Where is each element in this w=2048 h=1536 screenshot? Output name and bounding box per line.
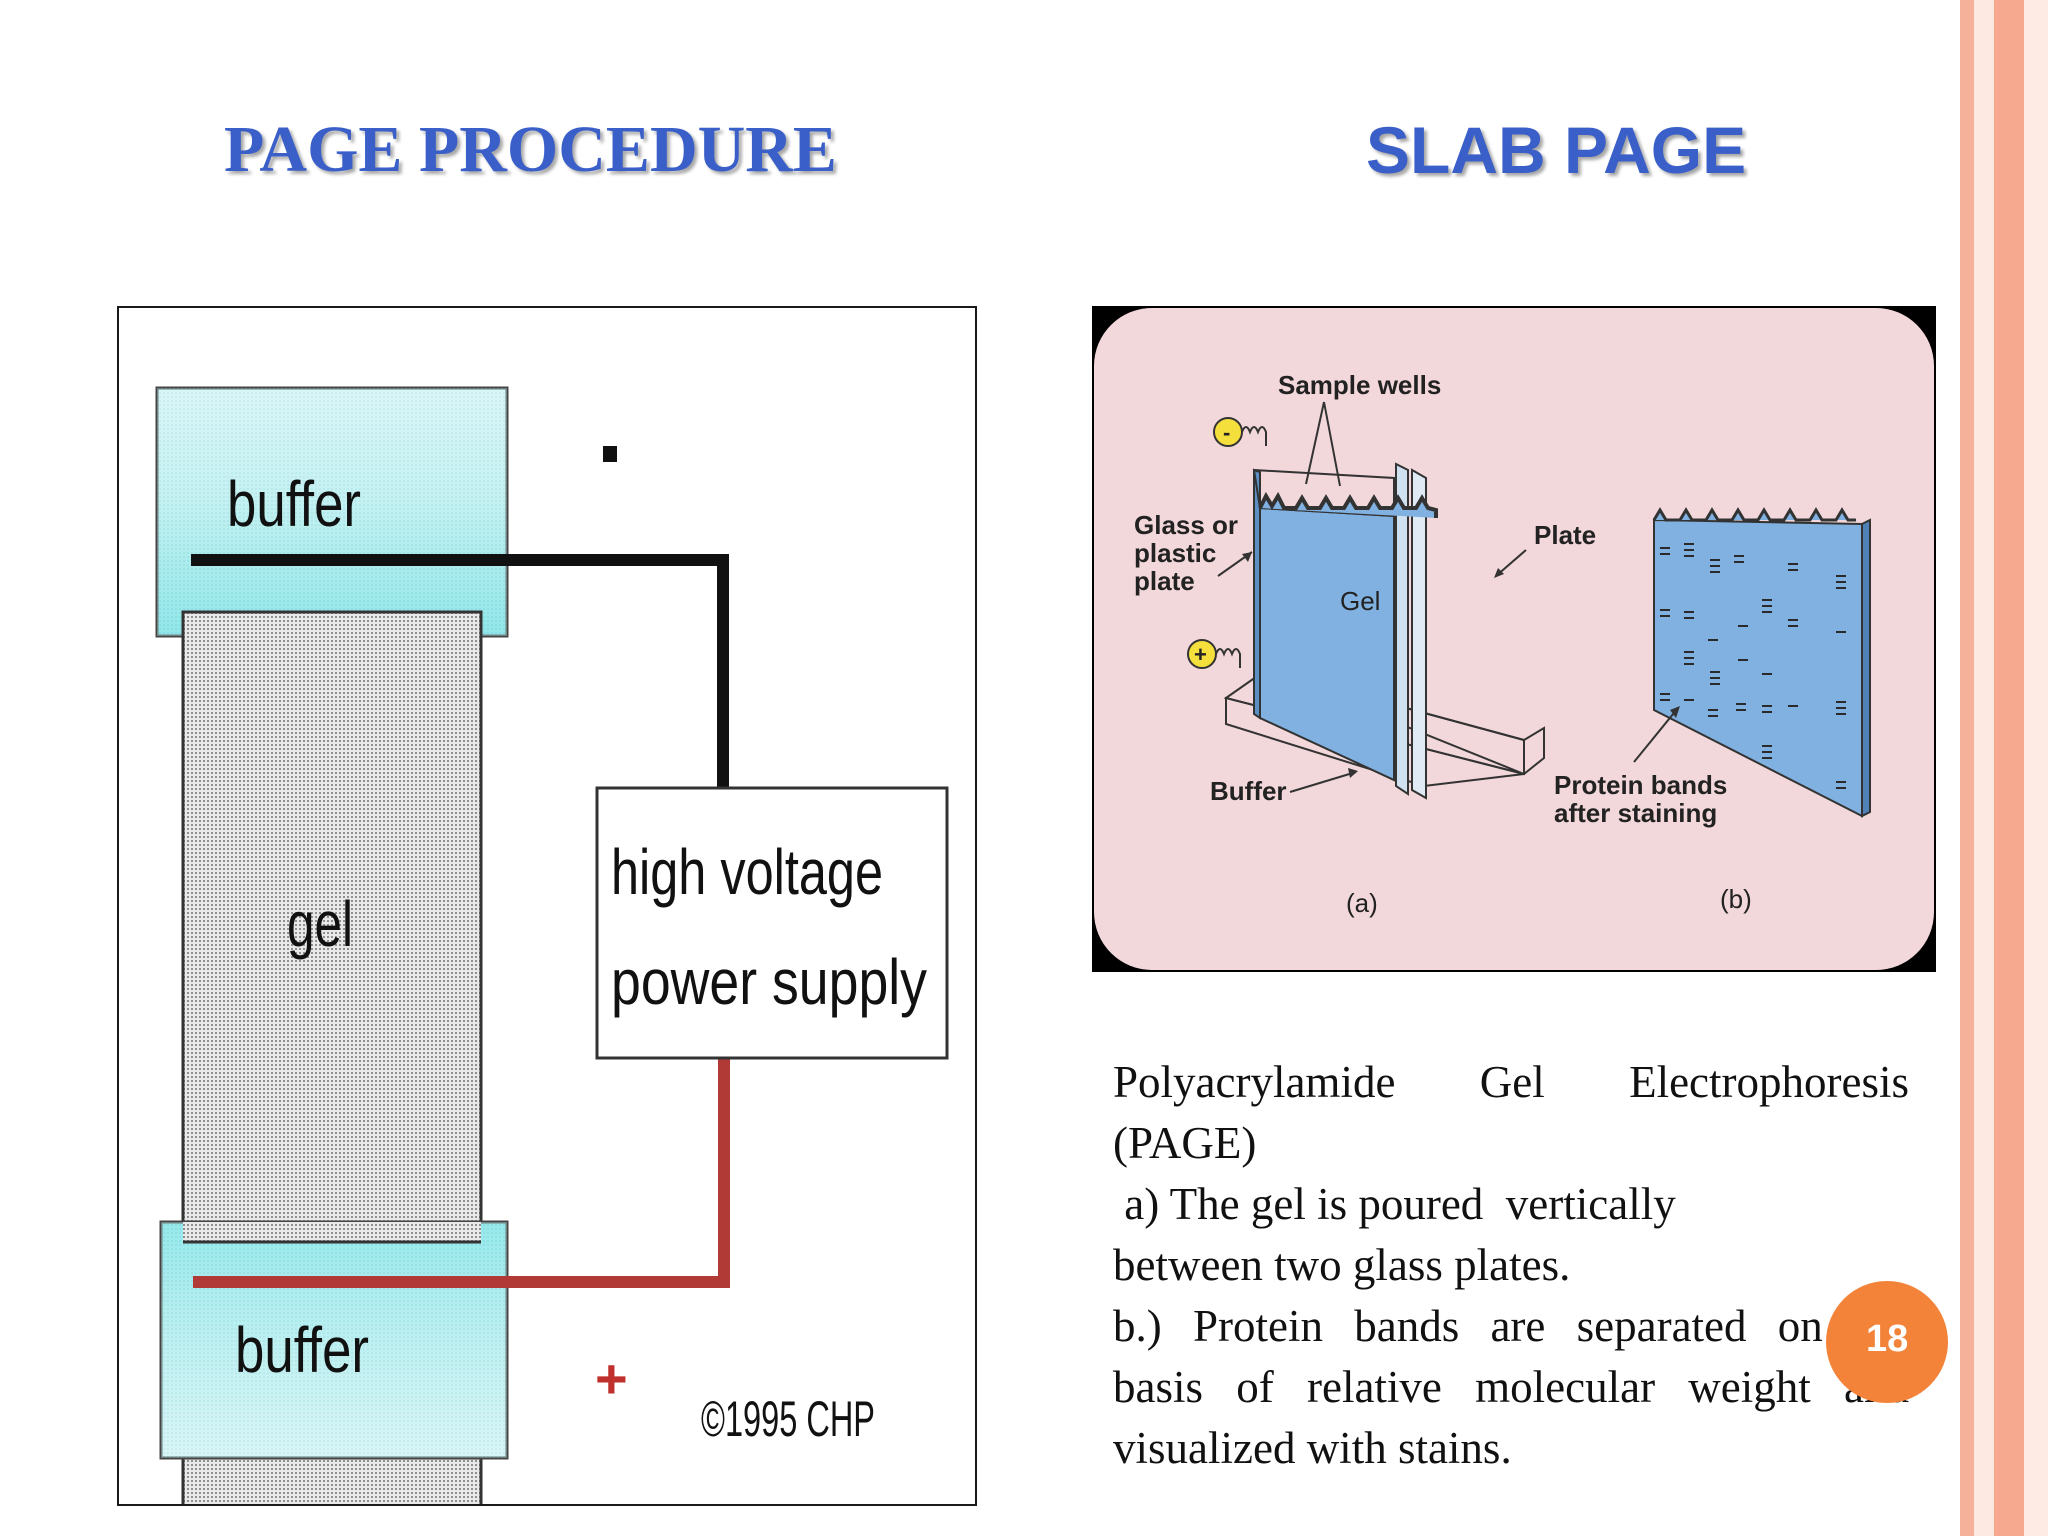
- border-stripe-outer: [1960, 0, 1974, 1536]
- top-buffer-label: buffer: [227, 468, 361, 540]
- negative-wire: [191, 554, 729, 792]
- protein-bands: [1660, 543, 1846, 789]
- gel-label: Gel: [1340, 586, 1380, 616]
- description-line-2: (PAGE): [1113, 1118, 1257, 1168]
- description-line-4: between two glass plates.: [1113, 1240, 1571, 1290]
- bottom-buffer-label: buffer: [235, 1314, 369, 1386]
- page-apparatus-diagram: buffer buffer gel high voltage power sup…: [117, 306, 977, 1536]
- description-line-1: Polyacrylamide Gel Electrophoresis: [1113, 1057, 1909, 1107]
- glass-plate-label-1: Glass or: [1134, 510, 1238, 540]
- description-line-3: a) The gel is poured vertically: [1113, 1179, 1676, 1229]
- description-text: Polyacrylamide Gel Electrophoresis (PAGE…: [1113, 1052, 1909, 1479]
- description-line-6: basis of relative molecular weight and: [1113, 1362, 1909, 1412]
- slab-page-diagram: - + Sample wells Glass or plastic plate …: [1092, 306, 1936, 972]
- power-supply-line1: high voltage: [611, 836, 883, 908]
- border-stripe-inner: [1994, 0, 2024, 1536]
- figure-a-label: (a): [1346, 888, 1378, 918]
- buffer-tray: [1265, 669, 1545, 776]
- copyright-label: ©1995 CHP: [701, 1391, 875, 1447]
- positive-electrode-sign: +: [1194, 642, 1207, 667]
- page-number: 18: [1866, 1318, 1909, 1360]
- page-number-badge: [1826, 1281, 1948, 1403]
- slide-title-right: SLAB PAGE: [1366, 113, 1747, 187]
- description-line-5: b.) Protein bands are separated on the: [1113, 1301, 1909, 1351]
- glass-plate-label-2: plastic: [1134, 538, 1216, 568]
- positive-wire: [193, 1058, 730, 1288]
- power-supply-box: [595, 786, 949, 1060]
- negative-electrode-sign: -: [1223, 420, 1230, 445]
- sample-wells: [1258, 491, 1438, 518]
- gel-label: gel: [287, 888, 353, 960]
- gel-slab-front: [1259, 506, 1395, 782]
- protein-bands-label-2: after staining: [1554, 798, 1717, 828]
- minus-sign: [603, 446, 617, 462]
- plate-label: Plate: [1534, 520, 1596, 550]
- sample-wells-label: Sample wells: [1278, 370, 1441, 400]
- figure-b-label: (b): [1720, 884, 1752, 914]
- border-stripe-edge: [2024, 0, 2048, 1536]
- slide-title-left: PAGE PROCEDURE: [224, 113, 837, 186]
- plus-sign: +: [595, 1347, 628, 1410]
- description-line-7: visualized with stains.: [1113, 1423, 1512, 1473]
- buffer-label: Buffer: [1210, 776, 1287, 806]
- protein-bands-label-1: Protein bands: [1554, 770, 1727, 800]
- border-stripe-gap: [1974, 0, 1994, 1536]
- power-supply-line2: power supply: [611, 946, 927, 1018]
- glass-plate-label-3: plate: [1134, 566, 1195, 596]
